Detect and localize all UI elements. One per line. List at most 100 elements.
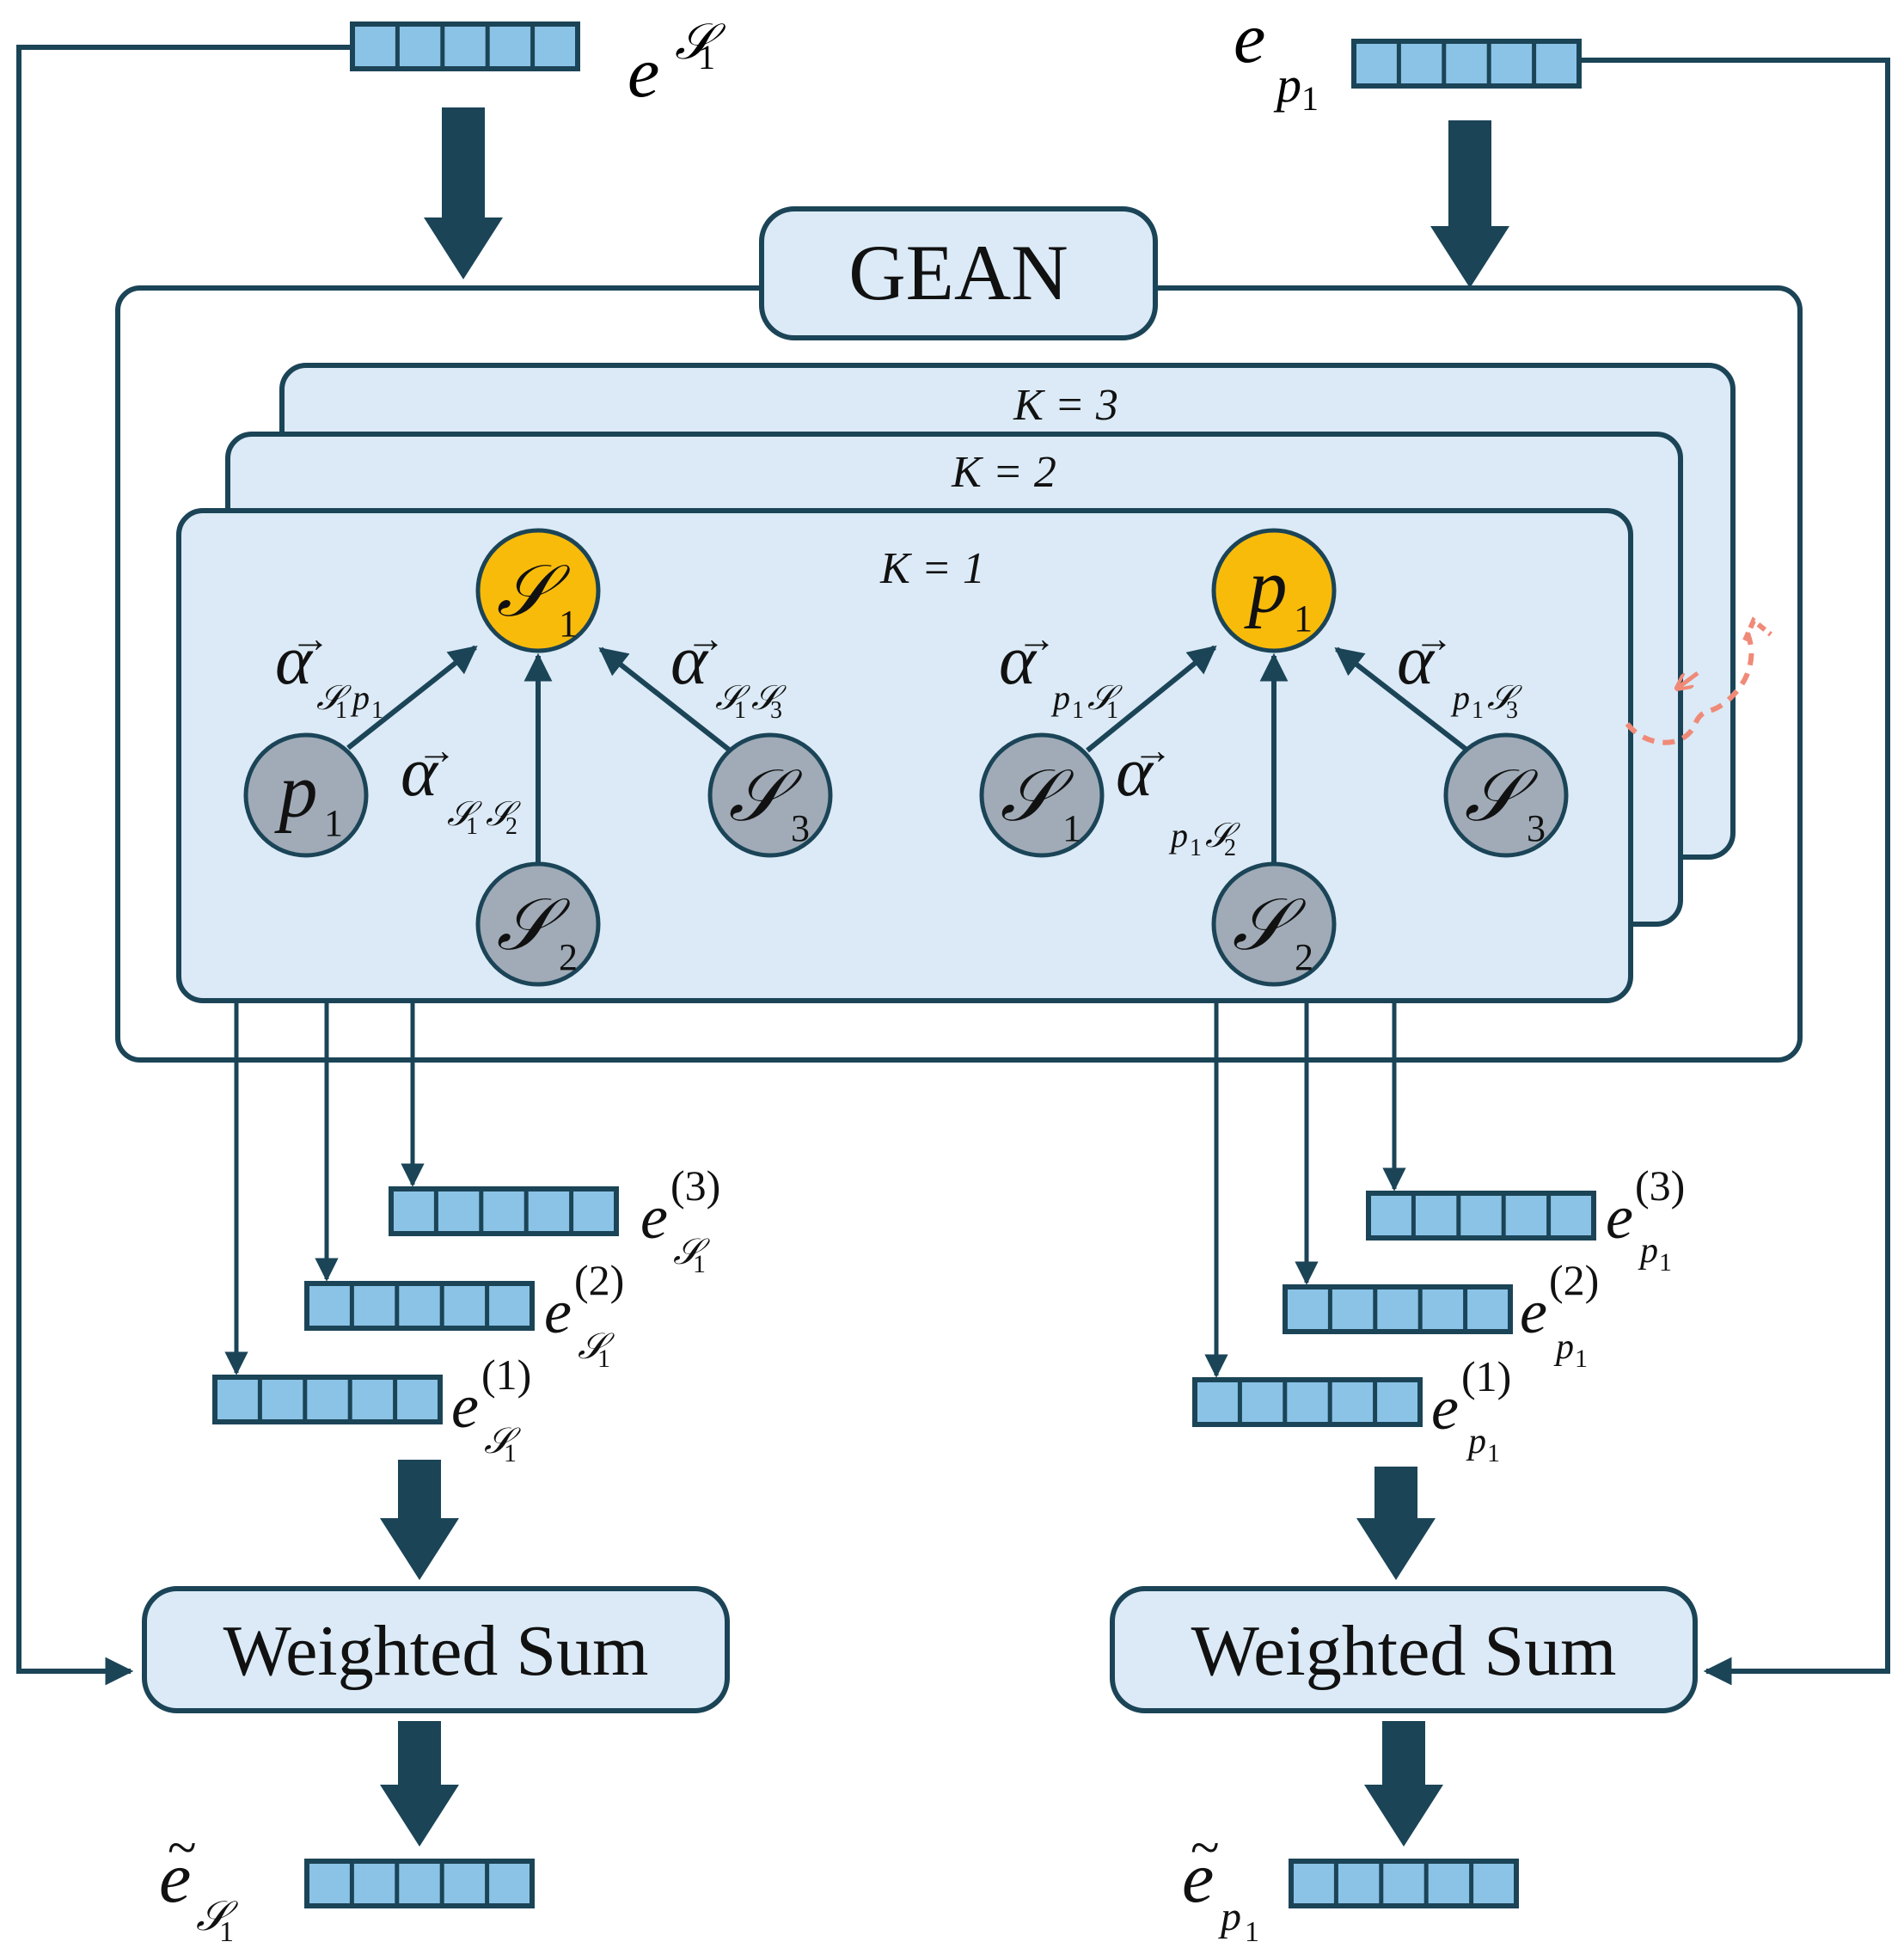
embedding-vector-icon bbox=[1366, 1191, 1596, 1240]
weighted-sum-box-left bbox=[142, 1586, 730, 1713]
svg-text:→: → bbox=[1133, 728, 1172, 772]
svg-text:1: 1 bbox=[1294, 597, 1313, 640]
svg-text:α: α bbox=[670, 621, 709, 699]
layer-label-k2: K = 2 bbox=[951, 448, 1056, 497]
svg-text:(3): (3) bbox=[670, 1161, 720, 1210]
svg-text:e: e bbox=[640, 1183, 668, 1252]
svg-text:1: 1 bbox=[559, 603, 578, 645]
svg-text:1: 1 bbox=[734, 697, 746, 724]
svg-text:→: → bbox=[686, 616, 725, 660]
svg-text:3: 3 bbox=[1506, 697, 1518, 724]
svg-text:p: p bbox=[1168, 816, 1188, 855]
embedding-vector-icon bbox=[304, 1281, 535, 1331]
svg-text:α: α bbox=[999, 621, 1038, 699]
svg-text:1: 1 bbox=[1487, 1439, 1500, 1467]
edge-s1-to-p1 bbox=[1086, 645, 1217, 753]
svg-text:e: e bbox=[1520, 1277, 1547, 1346]
label-p: p bbox=[1273, 57, 1301, 113]
svg-text:~: ~ bbox=[168, 1819, 197, 1878]
attention-label-p1s1: → α p 1 𝒮 1 bbox=[999, 616, 1123, 724]
label-e: e bbox=[628, 33, 659, 113]
gean-title: GEAN bbox=[848, 229, 1068, 316]
input-embedding-s1: e 𝒮 1 bbox=[350, 14, 726, 113]
svg-text:e: e bbox=[451, 1372, 479, 1441]
svg-text:α: α bbox=[1397, 621, 1436, 699]
label-sub: 1 bbox=[1301, 79, 1319, 118]
svg-text:1: 1 bbox=[335, 697, 347, 724]
node-neighbor-s2: 𝒮 2 bbox=[1211, 861, 1337, 987]
svg-text:e: e bbox=[1606, 1183, 1633, 1252]
svg-text:3: 3 bbox=[791, 807, 810, 849]
layer-embedding-s1-k2: e (2) 𝒮 1 bbox=[304, 1256, 624, 1373]
svg-text:→: → bbox=[1414, 616, 1454, 660]
layer-embedding-p1-k3: e (3) p 1 bbox=[1366, 1161, 1685, 1277]
svg-text:1: 1 bbox=[466, 813, 478, 840]
svg-text:1: 1 bbox=[1245, 1916, 1259, 1948]
layer-embedding-p1-k1: e (1) p 1 bbox=[1192, 1352, 1511, 1467]
svg-text:1: 1 bbox=[324, 802, 343, 844]
svg-text:p: p bbox=[1638, 1231, 1658, 1271]
svg-text:→: → bbox=[1017, 616, 1056, 660]
input-embedding-p1: e p 1 bbox=[1234, 0, 1582, 118]
svg-text:2: 2 bbox=[1224, 835, 1236, 861]
svg-text:→: → bbox=[291, 616, 330, 660]
skip-connection-right bbox=[1580, 58, 1890, 1686]
label-sub: 1 bbox=[698, 38, 715, 77]
svg-text:p: p bbox=[1450, 678, 1470, 717]
thick-arrow-left-in bbox=[424, 107, 503, 279]
svg-text:(2): (2) bbox=[1549, 1256, 1599, 1304]
svg-text:1: 1 bbox=[693, 1250, 706, 1278]
edge-s3-to-s1 bbox=[598, 646, 731, 752]
svg-text:2: 2 bbox=[505, 813, 517, 840]
svg-text:α: α bbox=[401, 732, 439, 811]
svg-text:1: 1 bbox=[597, 1345, 610, 1373]
svg-text:1: 1 bbox=[1072, 697, 1084, 724]
embedding-vector-icon bbox=[350, 21, 580, 71]
weighted-sum-label-right: Weighted Sum bbox=[1191, 1611, 1617, 1691]
thick-arrow-right-in bbox=[1430, 120, 1509, 288]
attention-label-p1s2: → α p 1 𝒮 2 bbox=[1116, 728, 1240, 861]
edge-s3-to-p1 bbox=[1334, 646, 1468, 752]
svg-text:3: 3 bbox=[770, 697, 782, 724]
svg-text:→: → bbox=[417, 728, 456, 772]
svg-text:p: p bbox=[274, 749, 318, 834]
svg-text:p: p bbox=[1553, 1327, 1574, 1367]
svg-text:p: p bbox=[1050, 678, 1070, 717]
svg-text:2: 2 bbox=[1295, 936, 1313, 978]
svg-text:1: 1 bbox=[504, 1439, 517, 1467]
node-neighbor-p1: p 1 bbox=[243, 732, 369, 858]
thick-arrow-left-out bbox=[380, 1721, 459, 1847]
svg-text:(2): (2) bbox=[574, 1256, 624, 1304]
embedding-vector-icon bbox=[304, 1859, 535, 1908]
attention-label-s1s2: → α 𝒮 1 𝒮 2 bbox=[401, 728, 521, 840]
weighted-sum-box-right bbox=[1110, 1586, 1698, 1713]
weighted-sum-label-left: Weighted Sum bbox=[223, 1611, 649, 1691]
node-target-s1: 𝒮 1 bbox=[475, 528, 601, 653]
attention-label-s1s3: → α 𝒮 1 𝒮 3 bbox=[670, 616, 787, 724]
embedding-vector-icon bbox=[1283, 1284, 1513, 1334]
embedding-vector-icon bbox=[1289, 1859, 1519, 1908]
svg-text:1: 1 bbox=[371, 697, 383, 724]
svg-text:(1): (1) bbox=[1461, 1352, 1511, 1400]
svg-text:e: e bbox=[544, 1277, 572, 1346]
svg-text:(3): (3) bbox=[1635, 1161, 1685, 1210]
svg-text:e: e bbox=[1431, 1374, 1459, 1443]
final-embedding-s1: ~ e 𝒮 1 bbox=[159, 1819, 535, 1948]
label-e: e bbox=[1234, 0, 1265, 78]
svg-text:(1): (1) bbox=[481, 1351, 531, 1399]
svg-text:1: 1 bbox=[1062, 807, 1081, 849]
svg-text:~: ~ bbox=[1191, 1819, 1220, 1878]
gean-title-box bbox=[759, 206, 1158, 340]
svg-text:α: α bbox=[275, 621, 314, 699]
svg-text:2: 2 bbox=[559, 936, 578, 978]
thick-arrow-right-to-sum bbox=[1356, 1467, 1436, 1580]
svg-text:p: p bbox=[1466, 1422, 1486, 1461]
embedding-vector-icon bbox=[1192, 1377, 1423, 1427]
svg-text:1: 1 bbox=[1472, 697, 1484, 724]
node-neighbor-s1: 𝒮 1 bbox=[979, 732, 1105, 858]
node-target-p1: p 1 bbox=[1211, 528, 1337, 653]
svg-text:3: 3 bbox=[1527, 807, 1546, 849]
svg-text:1: 1 bbox=[1106, 697, 1118, 724]
skip-connection-left bbox=[16, 45, 352, 1686]
